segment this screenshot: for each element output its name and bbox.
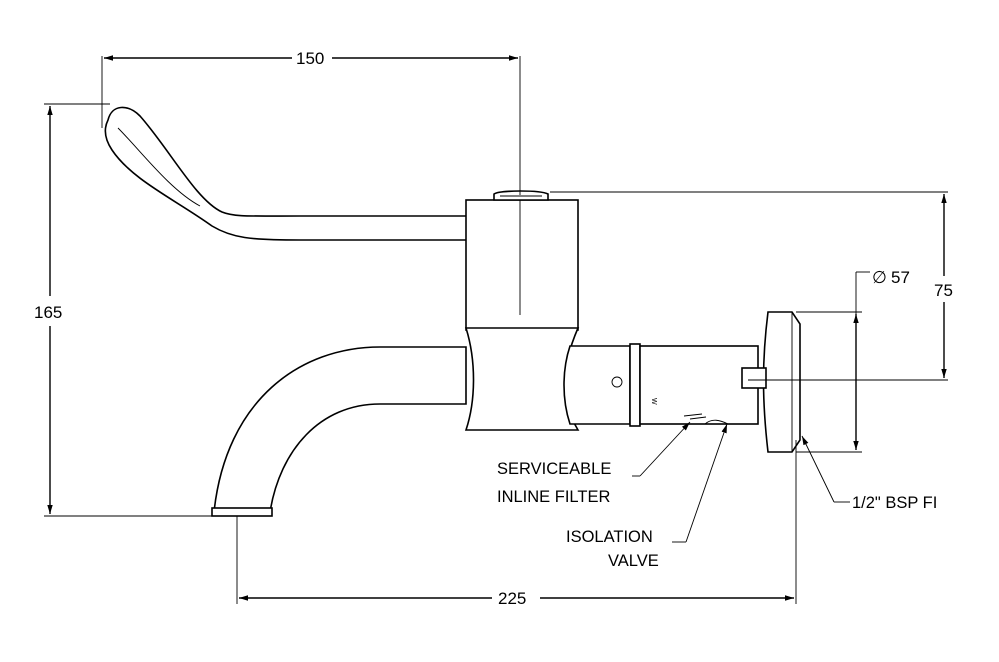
valve-label-line1: ISOLATION [566,528,653,546]
wall-flange [741,311,801,453]
dimension-165: 165 [34,103,214,517]
tap-body [464,190,580,431]
dim-diameter-label: 57 [891,268,910,287]
callout-isolation-valve: ISOLATION VALVE [566,423,728,570]
inline-barrel: W [563,343,759,427]
filter-label-line2: INLINE FILTER [497,488,610,506]
thread-label: 1/2" BSP FI [852,494,937,512]
filter-label-line1: SERVICEABLE [497,460,611,478]
dim-150-label: 150 [296,49,324,68]
svg-text:W: W [650,398,657,405]
lever-handle [104,106,469,241]
valve-label-line2: VALVE [608,552,659,570]
dim-75-label: 75 [934,281,953,300]
dimension-150: 150 [101,49,521,195]
dimension-225: 225 [236,440,797,608]
dimension-diameter-57: ∅ 57 [796,268,910,453]
dim-165-label: 165 [34,303,62,322]
construction-lines [519,191,948,381]
dimension-75: 75 [934,194,953,378]
callout-thread: 1/2" BSP FI [801,435,937,512]
dim-diameter-symbol: ∅ [872,268,887,287]
callout-inline-filter: SERVICEABLE INLINE FILTER [497,421,691,506]
dim-225-label: 225 [498,589,526,608]
spout [211,346,467,517]
